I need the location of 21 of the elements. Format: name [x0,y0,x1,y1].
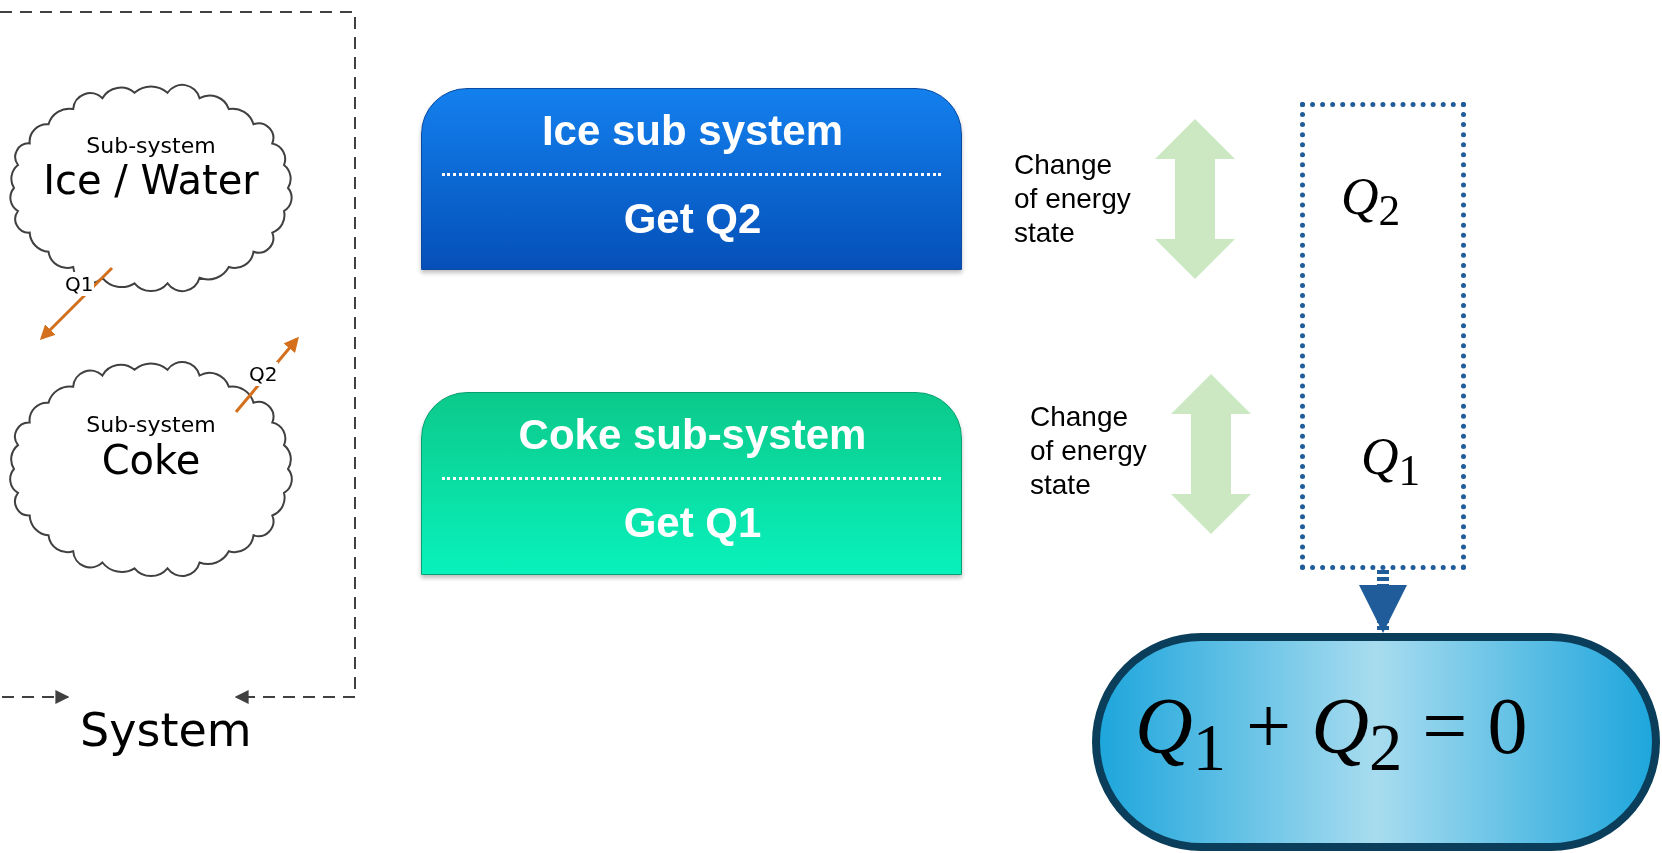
dotted-box [1300,102,1466,570]
process-box [421,88,962,270]
math-symbol: Q$_{1}$ [1361,427,1421,496]
edge-label: Q1 [64,272,95,296]
subsystem-name: Coke [100,437,202,484]
box-heading: Ice sub system [540,107,845,156]
subsystem-label: Sub-system [85,133,217,158]
edge-label: Q2 [248,362,279,386]
process-box [421,392,962,575]
box-heading: Coke sub-system [517,411,868,460]
math-symbol: Q$_{2}$ [1341,167,1401,236]
equation-text: Q$_{1}$ + Q$_{2}$ = 0 [1135,681,1528,786]
box-subheading: Get Q2 [622,194,763,243]
subsystem-label: Sub-system [85,412,217,437]
boundary-title: System [80,703,252,757]
arrow [1359,570,1407,633]
box-subheading: Get Q1 [622,499,763,548]
note-text: Change of energy state [1030,400,1148,502]
arrow [39,266,114,341]
subsystem-name: Ice / Water [42,157,260,204]
note-text: Change of energy state [1014,148,1132,250]
